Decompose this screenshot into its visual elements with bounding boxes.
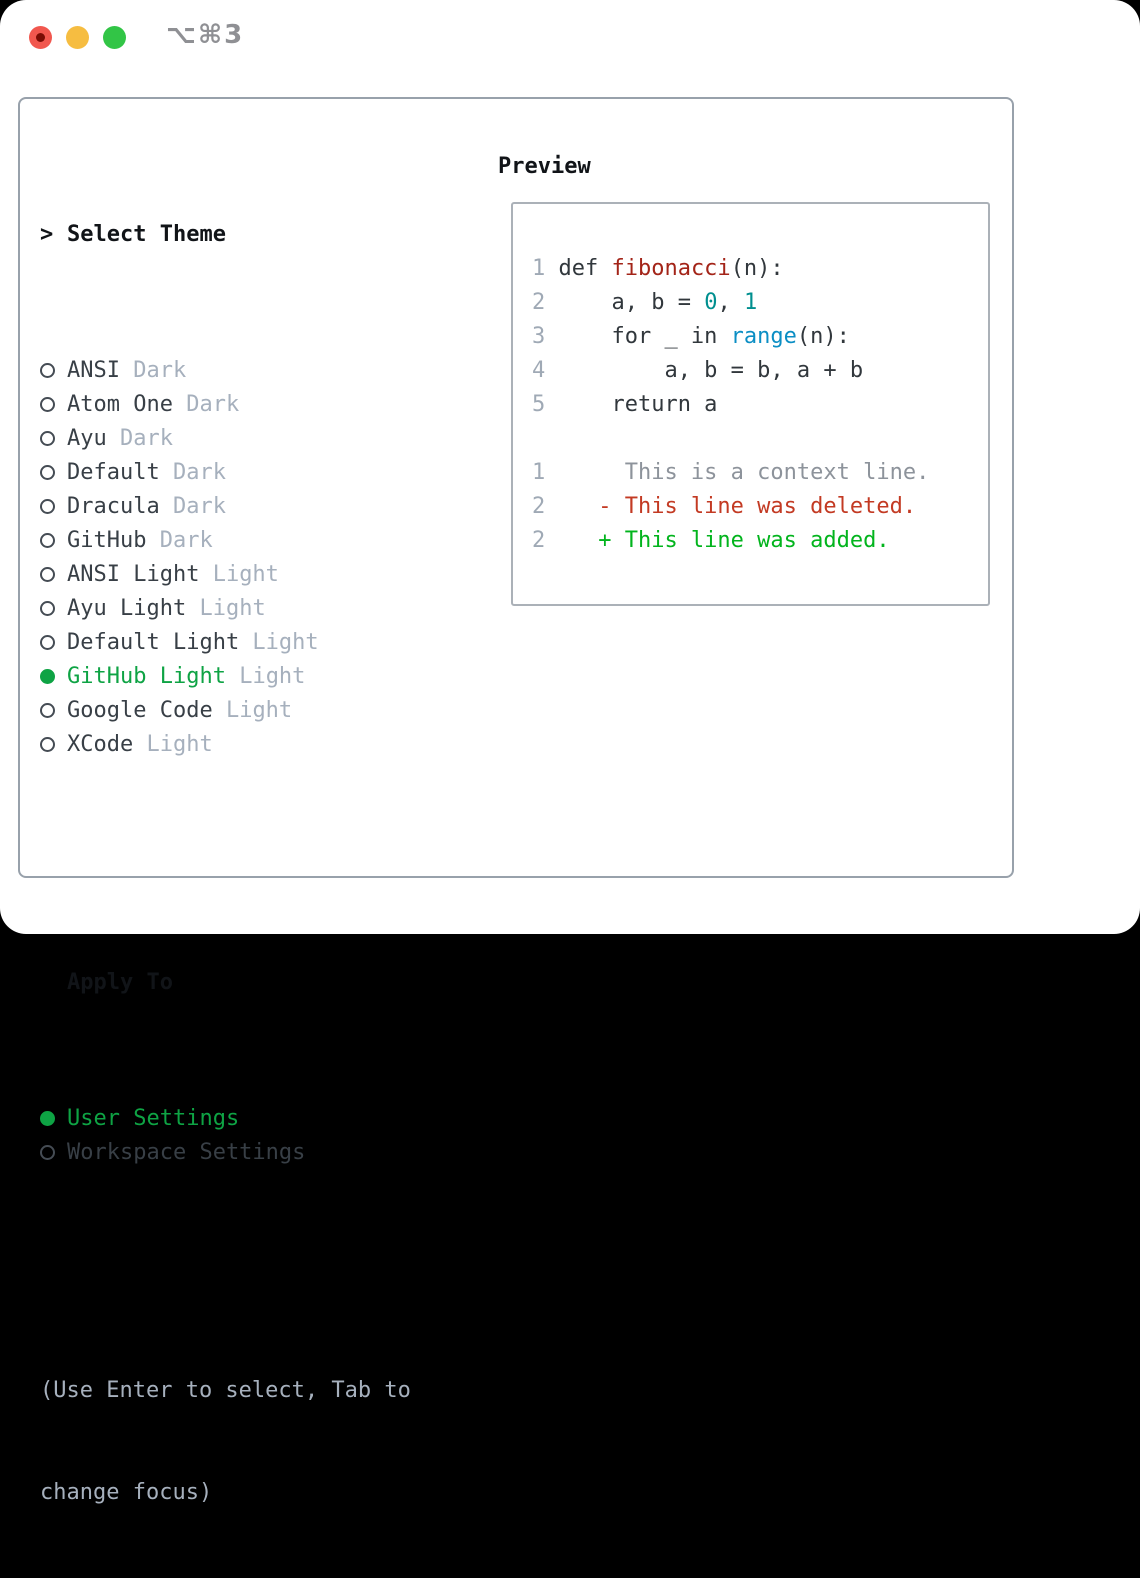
preview-line: 4 a, b = b, a + b	[532, 354, 988, 388]
line-number: 1	[532, 256, 546, 281]
select-theme-header-row: > Select Theme	[40, 218, 411, 252]
theme-variant: Light	[133, 732, 213, 757]
window-title: ⌥⌘3	[166, 20, 245, 50]
radio-unselected-icon	[40, 601, 55, 616]
select-theme-header: Select Theme	[67, 222, 226, 247]
theme-name: Atom One	[67, 392, 173, 417]
line-number: 1	[532, 460, 546, 485]
radio-unselected-icon	[40, 737, 55, 752]
theme-option-default[interactable]: Default Dark	[40, 456, 411, 490]
radio-unselected-icon	[40, 465, 55, 480]
theme-name: Ayu	[67, 426, 107, 451]
radio-unselected-icon	[40, 635, 55, 650]
preview-line: 3 for _ in range(n):	[532, 320, 988, 354]
apply-option-user-settings[interactable]: User Settings	[40, 1102, 411, 1136]
preview-line: 2 + This line was added.	[532, 524, 988, 558]
radio-unselected-icon	[40, 567, 55, 582]
theme-name: Default	[67, 460, 160, 485]
apply-option-label: User Settings	[67, 1106, 240, 1131]
theme-option-ayu-light[interactable]: Ayu Light Light	[40, 592, 411, 626]
line-number: 4	[532, 358, 546, 383]
apply-option-workspace-settings[interactable]: Workspace Settings	[40, 1136, 411, 1170]
hint-line-2: change focus)	[40, 1480, 213, 1505]
apply-to-header-row: Apply To	[40, 966, 411, 1000]
theme-variant: Light	[212, 698, 293, 723]
theme-variant: Light	[186, 596, 266, 621]
line-number: 2	[532, 528, 546, 553]
theme-option-github[interactable]: GitHub Dark	[40, 524, 411, 558]
theme-variant: Dark	[159, 460, 226, 485]
theme-variant: Light	[239, 630, 319, 655]
radio-unselected-icon	[40, 363, 55, 378]
radio-selected-icon	[40, 669, 55, 684]
preview-header: Preview	[498, 154, 591, 179]
theme-option-dracula[interactable]: Dracula Dark	[40, 490, 411, 524]
window-titlebar	[29, 26, 126, 49]
radio-unselected-icon	[40, 1145, 55, 1160]
theme-variant: Dark	[119, 358, 187, 383]
theme-name: ANSI	[67, 358, 120, 383]
preview-line: 2 - This line was deleted.	[532, 490, 988, 524]
theme-variant: Dark	[159, 494, 226, 519]
apply-to-header: Apply To	[67, 970, 173, 995]
radio-unselected-icon	[40, 533, 55, 548]
line-number: 2	[532, 290, 546, 315]
theme-name: XCode	[67, 732, 134, 757]
theme-name: ANSI Light	[67, 562, 200, 587]
radio-unselected-icon	[40, 431, 55, 446]
preview-line: 2 a, b = 0, 1	[532, 286, 988, 320]
radio-unselected-icon	[40, 397, 55, 412]
close-button[interactable]	[29, 26, 52, 49]
theme-name: Dracula	[67, 494, 160, 519]
hint-line-1: (Use Enter to select, Tab to	[40, 1378, 411, 1403]
line-number: 3	[532, 324, 546, 349]
line-number: 5	[532, 392, 546, 417]
radio-unselected-icon	[40, 703, 55, 718]
radio-unselected-icon	[40, 499, 55, 514]
theme-option-atom-one[interactable]: Atom One Dark	[40, 388, 411, 422]
theme-name: GitHub Light	[67, 664, 226, 689]
minimize-button[interactable]	[66, 26, 89, 49]
spacer-row	[40, 864, 411, 898]
radio-selected-icon	[40, 1111, 55, 1126]
theme-variant: Light	[225, 664, 306, 689]
theme-option-default-light[interactable]: Default Light Light	[40, 626, 411, 660]
selection-caret-icon: >	[40, 222, 54, 247]
theme-variant: Dark	[106, 426, 173, 451]
theme-variant: Dark	[172, 392, 240, 417]
theme-variant: Dark	[146, 528, 213, 553]
preview-line: 1 This is a context line.	[532, 456, 988, 490]
theme-option-ansi[interactable]: ANSI Dark	[40, 354, 411, 388]
theme-option-google-code[interactable]: Google Code Light	[40, 694, 411, 728]
theme-option-github-light[interactable]: GitHub Light Light	[40, 660, 411, 694]
theme-option-ansi-light[interactable]: ANSI Light Light	[40, 558, 411, 592]
line-number: 2	[532, 494, 546, 519]
preview-line: 5 return a	[532, 388, 988, 422]
theme-option-ayu[interactable]: Ayu Dark	[40, 422, 411, 456]
theme-name: Default Light	[67, 630, 240, 655]
apply-option-label: Workspace Settings	[67, 1140, 306, 1165]
theme-option-xcode[interactable]: XCode Light	[40, 728, 411, 762]
theme-name: GitHub	[67, 528, 147, 553]
zoom-button[interactable]	[103, 26, 126, 49]
spacer-row	[40, 1272, 411, 1306]
theme-name: Google Code	[67, 698, 213, 723]
theme-name: Ayu Light	[67, 596, 187, 621]
theme-variant: Light	[199, 562, 279, 587]
preview-line	[532, 422, 988, 456]
close-dot-icon	[36, 33, 45, 42]
